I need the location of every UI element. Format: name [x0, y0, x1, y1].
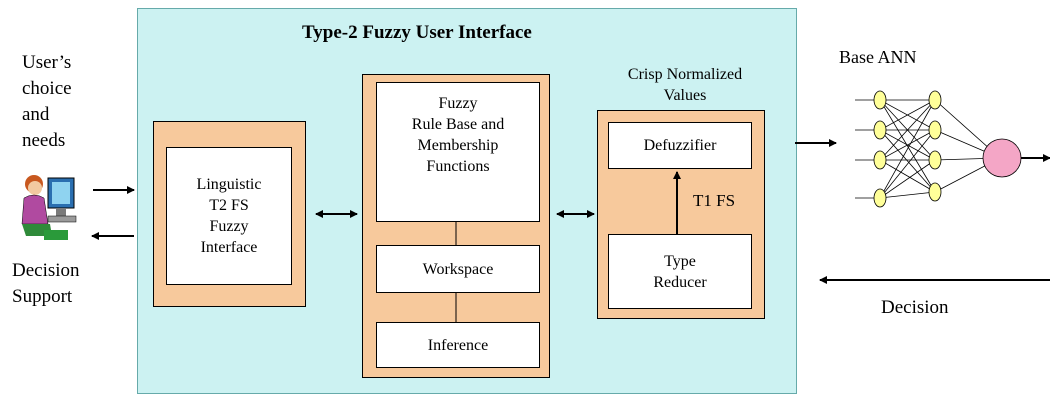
ann-network-icon [855, 90, 1022, 208]
workspace-box: Workspace [376, 245, 540, 293]
linguistic-t2fs-interface: Linguistic T2 FS Fuzzy Interface [166, 147, 292, 285]
defuzzifier-box: Defuzzifier [608, 122, 752, 169]
decision-support-label: Decision Support [12, 260, 80, 307]
base-ann-label: Base ANN [839, 47, 917, 67]
decision-label: Decision [881, 297, 949, 318]
fuzzy-rule-base: Fuzzy Rule Base and Membership Functions [376, 82, 540, 222]
type-reducer-box: Type Reducer [608, 234, 752, 309]
user-computer-icon [18, 170, 80, 246]
panel-title: Type-2 Fuzzy User Interface [302, 22, 532, 43]
user-choice-label: User’s choice and needs [22, 52, 72, 151]
inference-box: Inference [376, 322, 540, 368]
crisp-normalized-label: Crisp Normalized Values [627, 66, 743, 104]
t1fs-label: T1 FS [693, 191, 736, 210]
